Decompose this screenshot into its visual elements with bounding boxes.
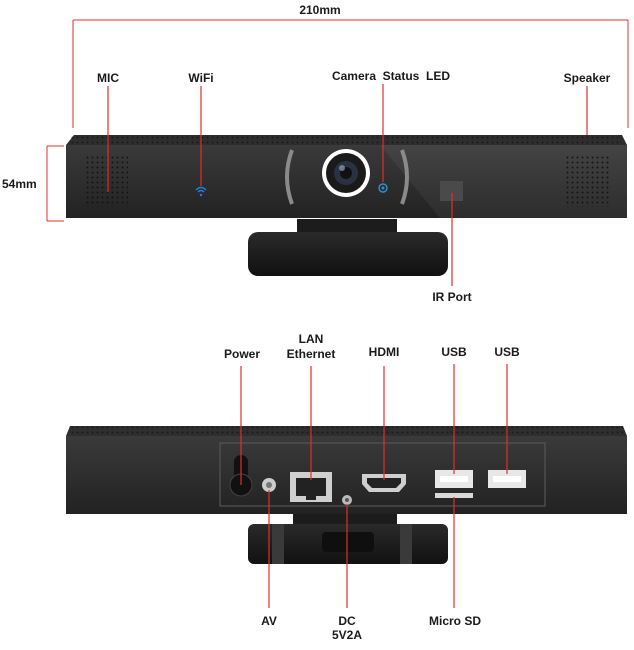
- micro-sd-label: Micro SD: [428, 614, 481, 628]
- dc-label-line1: DC: [338, 614, 356, 628]
- height-dimension-line: [46, 145, 64, 222]
- camera-bezel: [285, 149, 409, 205]
- camera-lens: [322, 149, 370, 197]
- wifi-icon: [195, 186, 207, 197]
- micro-sd-slot: [435, 493, 473, 498]
- mic-label: MIC: [97, 71, 119, 85]
- usb-port-2: [488, 470, 526, 488]
- ir-port-label: IR Port: [432, 290, 472, 304]
- lan-label-line2: Ethernet: [286, 347, 336, 361]
- dc-jack: [342, 495, 352, 505]
- mic-grill: [84, 155, 128, 207]
- speaker-label: Speaker: [563, 71, 611, 85]
- ir-port: [440, 181, 463, 201]
- back-callout-lines: [240, 364, 508, 608]
- width-dimension-line: [72, 19, 629, 128]
- usb-2-label: USB: [494, 345, 520, 359]
- wifi-label: WiFi: [188, 71, 214, 85]
- av-jack: [262, 478, 276, 492]
- av-label: AV: [261, 614, 277, 628]
- width-dimension-label: 210mm: [299, 3, 341, 17]
- hdmi-port: [362, 474, 406, 492]
- usb-port-1: [435, 470, 473, 488]
- status-led: [378, 183, 388, 193]
- back-body: [66, 426, 627, 514]
- camera-status-led-label: Camera Status LED: [331, 69, 451, 83]
- dc-label-line2: 5V2A: [331, 628, 363, 642]
- front-stand: [248, 219, 448, 276]
- height-dimension-label: 54mm: [2, 177, 37, 191]
- usb-1-label: USB: [441, 345, 467, 359]
- power-label: Power: [223, 347, 260, 361]
- hdmi-label: HDMI: [368, 345, 400, 359]
- front-callout-lines: [107, 84, 588, 286]
- speaker-grill: [566, 155, 610, 207]
- lan-label-line1: LAN: [298, 332, 324, 346]
